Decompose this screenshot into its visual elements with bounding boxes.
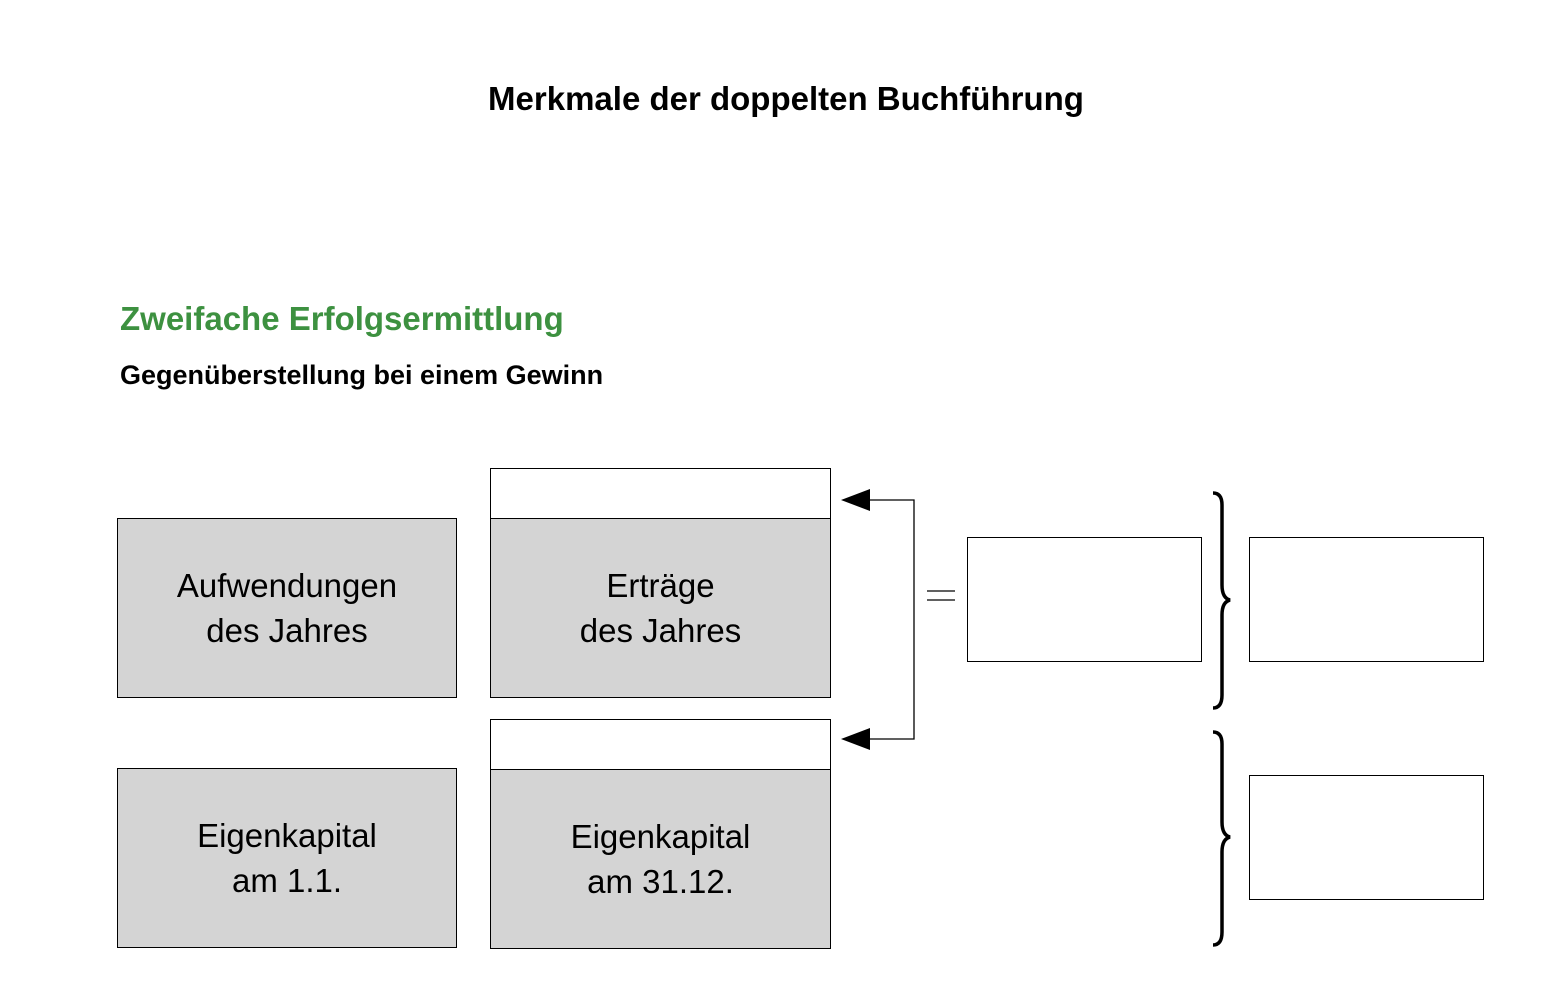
upper-answer-box[interactable]	[1249, 537, 1484, 662]
equity-end-blank-field[interactable]	[490, 719, 831, 770]
equity-start-box: Eigenkapital am 1.1.	[117, 768, 457, 948]
bracket-arrow-connector	[841, 489, 915, 750]
lower-answer-box[interactable]	[1249, 775, 1484, 900]
arrowhead-upper-icon	[841, 489, 870, 511]
section-subheading: Gegenüberstellung bei einem Gewinn	[120, 360, 604, 390]
expenses-line2: des Jahres	[206, 612, 368, 649]
section-heading: Zweifache Erfolgsermittlung	[120, 300, 564, 337]
equity-start-line2: am 1.1.	[231, 862, 343, 899]
curly-brace-lower-icon	[1212, 730, 1231, 947]
arrowhead-lower-icon	[841, 728, 870, 750]
equity-start-line1: Eigenkapital	[197, 817, 377, 854]
page-title: Merkmale der doppelten Buchführung	[488, 80, 1084, 117]
equals-sign-icon	[927, 590, 955, 601]
equity-end-box: Eigenkapital am 31.12.	[490, 769, 831, 949]
equity-end-line2: am 31.12.	[587, 863, 734, 900]
expenses-line1: Aufwendungen	[176, 567, 398, 604]
revenues-line1: Erträge	[606, 567, 715, 604]
expenses-box: Aufwendungen des Jahres	[117, 518, 457, 698]
equity-end-line1: Eigenkapital	[570, 818, 751, 855]
result-blank-box[interactable]	[967, 537, 1202, 662]
revenues-box: Erträge des Jahres	[490, 518, 831, 698]
revenues-line2: des Jahres	[579, 612, 742, 649]
curly-brace-upper-icon	[1212, 491, 1231, 710]
